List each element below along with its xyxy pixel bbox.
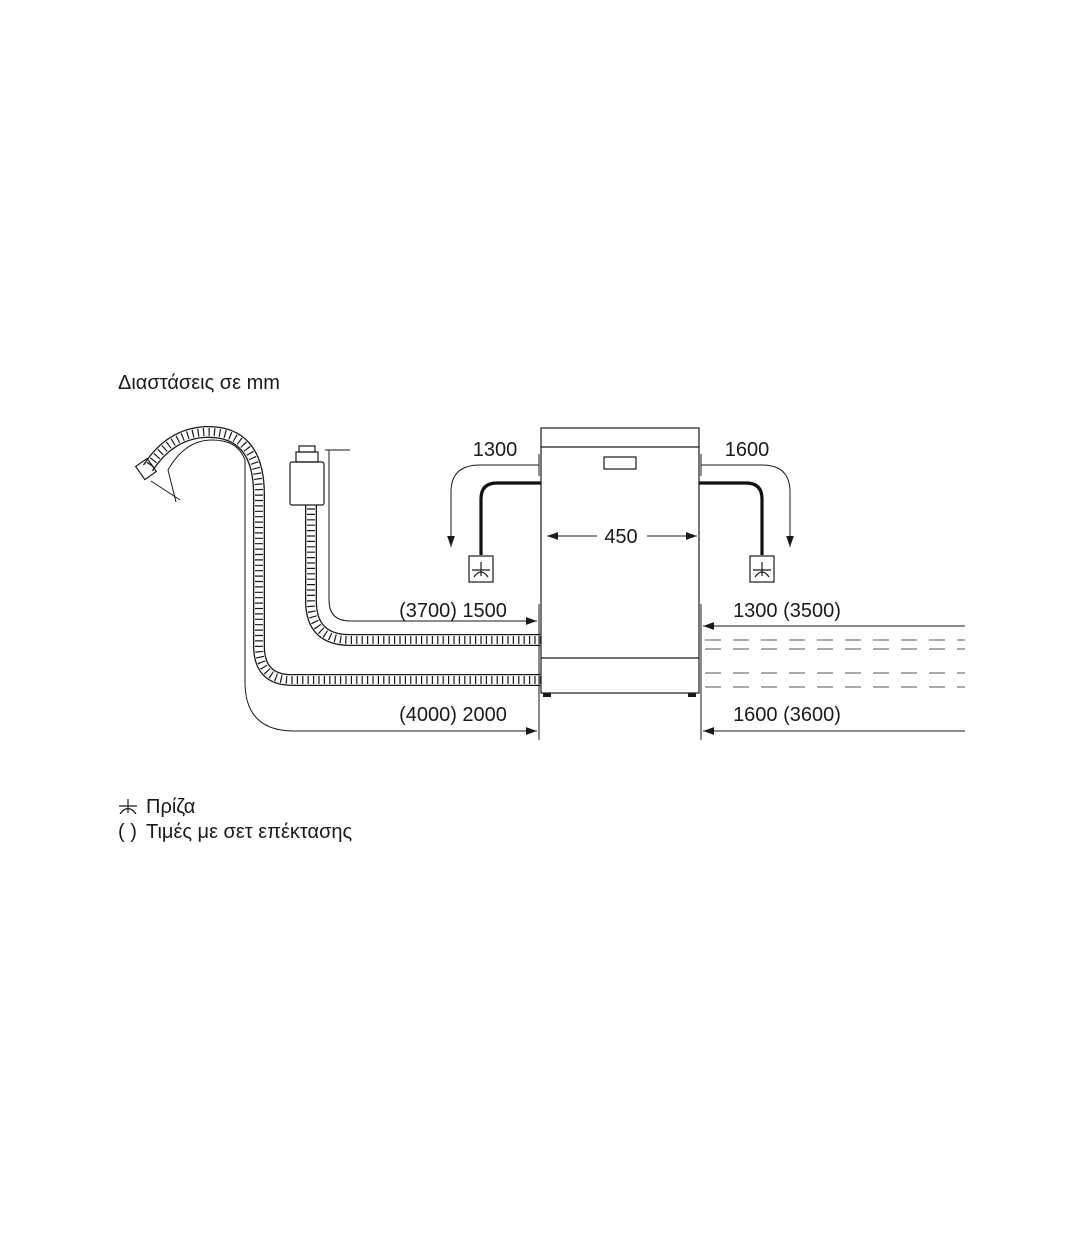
width-dimension: 450: [547, 526, 697, 548]
hose-upper-left-label: (3700) 1500: [399, 600, 507, 622]
power-cable-left: 1300: [447, 439, 541, 583]
control-panel-display: [603, 456, 637, 470]
hose-lower-left-label: (4000) 2000: [399, 704, 507, 726]
left-foot: [543, 693, 551, 697]
legend-extension-label: Τιμές με σετ επέκτασης: [146, 821, 353, 843]
power-left-label: 1300: [473, 439, 518, 461]
hose-upper-right-label: 1300 (3500): [733, 600, 841, 622]
width-label: 450: [604, 526, 637, 548]
legend: Πρίζα ( ) Τιμές με σετ επέκτασης: [118, 796, 353, 843]
legend-socket-label: Πρίζα: [146, 796, 195, 818]
socket-icon: [749, 555, 775, 583]
socket-icon: [119, 799, 137, 815]
right-foot: [688, 693, 696, 697]
inlet-hose: [289, 445, 541, 646]
power-cable-right: 1600: [699, 439, 794, 583]
drain-hose: [134, 425, 541, 735]
hose-lower-right-label: 1600 (3600): [733, 704, 841, 726]
aquastop-valve: [289, 461, 325, 506]
right-hose-extensions: 1300 (3500) 1600 (3600): [700, 600, 965, 740]
dishwasher-front: [540, 427, 700, 697]
power-right-label: 1600: [725, 439, 770, 461]
socket-icon: [468, 555, 494, 583]
legend-extension-symbol: ( ): [118, 821, 137, 843]
diagram-title: Διαστάσεις σε mm: [118, 372, 280, 394]
